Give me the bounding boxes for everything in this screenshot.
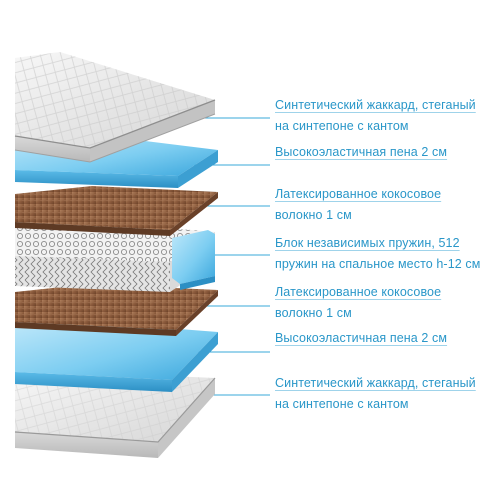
- layer-foam-top: [15, 134, 218, 188]
- layer-jacquard-top: [14, 52, 216, 163]
- label-foam-bottom: Высокоэластичная пена 2 см: [275, 331, 448, 345]
- label-foam-top: Высокоэластичная пена 2 см: [275, 145, 448, 159]
- layer-coconut-top: [15, 186, 218, 236]
- layer-foam-bottom: [15, 322, 218, 392]
- layer-coconut-bottom: [15, 284, 218, 336]
